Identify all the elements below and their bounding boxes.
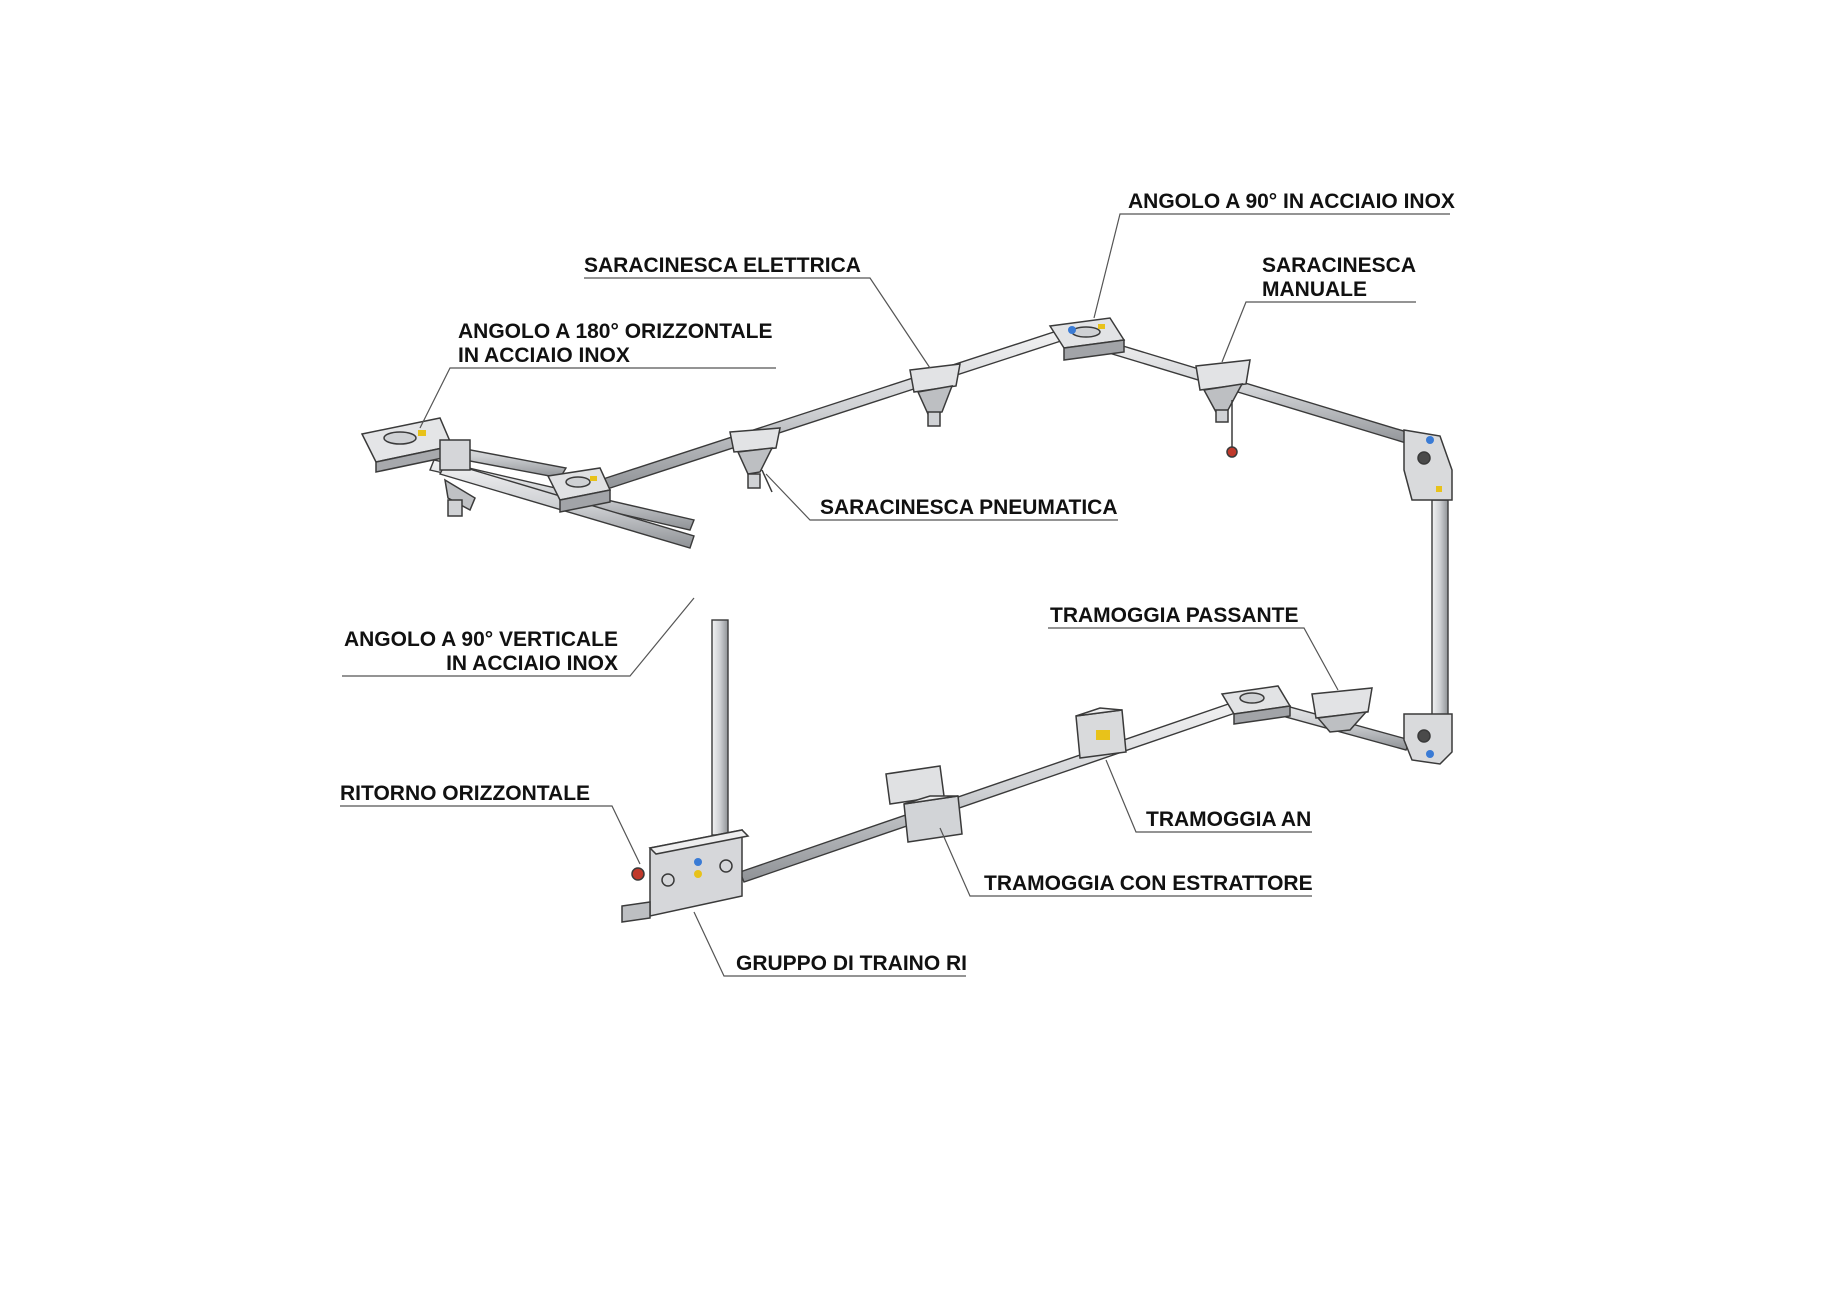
leader-tramoggia-estrattore (939, 827, 1312, 897)
label-gruppo-traino: GRUPPO DI TRAINO RI (736, 952, 968, 975)
label-angolo-90-inox: ANGOLO A 90° IN ACCIAIO INOX (1128, 190, 1455, 213)
drive-group-component (621, 829, 750, 923)
leader-tramoggia-passante (1048, 627, 1339, 691)
label-saracinesca-manuale: SARACINESCA MANUALE (1262, 254, 1417, 301)
hopper-extractor-component (885, 765, 963, 843)
leader-saracinesca-elettrica (584, 277, 931, 369)
label-tramoggia-passante: TRAMOGGIA PASSANTE (1050, 604, 1299, 627)
leader-ritorno-orizzontale (340, 805, 641, 865)
pipe-segment (1085, 335, 1421, 447)
leader-angolo-90-inox (1093, 213, 1450, 319)
pneumatic-gate-component (729, 427, 781, 493)
manual-gate-component (1195, 359, 1251, 458)
leader-saracinesca-pneumatica (765, 473, 1118, 521)
leader-tramoggia-an (1105, 759, 1312, 833)
angle-90-horizontal-left (546, 467, 612, 513)
leader-angolo-180 (419, 367, 776, 429)
angle-90-bottom-component (1220, 685, 1292, 725)
leader-saracinesca-manuale (1221, 301, 1416, 363)
leader-lines (340, 213, 1450, 977)
electric-gate-component (909, 363, 961, 427)
angle-90-vertical-right-bottom (1403, 713, 1453, 765)
label-tramoggia-estrattore: TRAMOGGIA CON ESTRATTORE (984, 872, 1313, 895)
leader-gruppo-traino (693, 911, 966, 977)
angle-90-vertical-right-top (1403, 429, 1453, 501)
label-saracinesca-pneumatica: SARACINESCA PNEUMATICA (820, 496, 1118, 519)
label-angolo-180: ANGOLO A 180° ORIZZONTALE IN ACCIAIO INO… (458, 320, 773, 367)
angle-90-top-component (1048, 317, 1126, 361)
label-tramoggia-an: TRAMOGGIA AN (1146, 808, 1312, 831)
label-saracinesca-elettrica: SARACINESCA ELETTRICA (584, 254, 861, 277)
pipe-segment (739, 699, 1245, 883)
vertical-pipe-left (711, 619, 729, 836)
label-ritorno-orizzontale: RITORNO ORIZZONTALE (340, 782, 591, 805)
pass-through-hopper-component (1311, 687, 1373, 733)
hopper-an-component (1075, 707, 1127, 759)
leader-angolo-90-verticale (342, 597, 695, 677)
label-angolo-90-verticale: ANGOLO A 90° VERTICALE IN ACCIAIO INOX (343, 628, 618, 675)
vertical-pipes (711, 499, 1449, 836)
vertical-pipe-right (1431, 499, 1449, 721)
angle-180-component (360, 417, 476, 517)
